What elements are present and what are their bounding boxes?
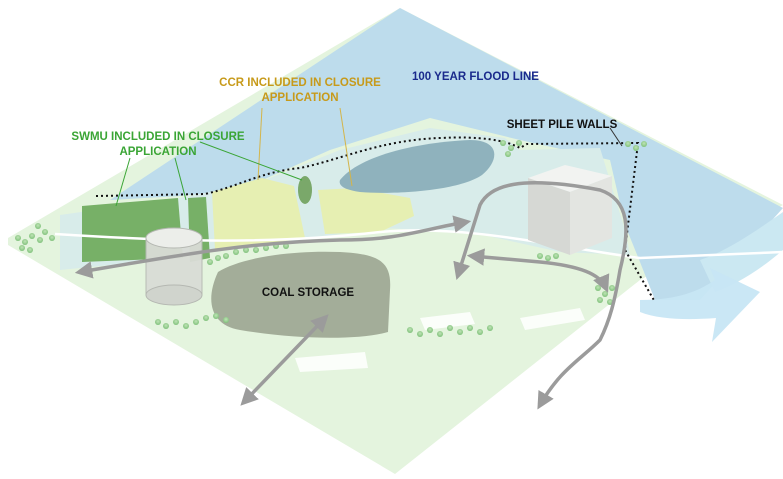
arrow-road-west bbox=[74, 215, 472, 279]
leader-lines bbox=[257, 107, 353, 187]
river-outflow bbox=[700, 212, 783, 292]
tree-cluster-1 bbox=[15, 223, 55, 253]
sheet-pile-leader bbox=[609, 127, 623, 147]
tree-cluster-5 bbox=[500, 140, 647, 157]
swmu-label-line1: SWMU INCLUDED IN CLOSURE bbox=[71, 131, 244, 143]
ccr-small-pond bbox=[298, 176, 312, 204]
tree-cluster-3 bbox=[155, 313, 229, 329]
arrow-east bbox=[466, 248, 610, 293]
flood-line-label: 100 YEAR FLOOD LINE bbox=[412, 71, 539, 83]
river-arrow bbox=[640, 268, 760, 342]
coal-storage-label: COAL STORAGE bbox=[262, 287, 355, 299]
pond bbox=[339, 140, 495, 193]
swmu-label-line2: APPLICATION bbox=[119, 146, 196, 158]
access-arrows bbox=[74, 181, 628, 410]
sheet-pile-label: SHEET PILE WALLS bbox=[507, 119, 618, 131]
swmu-leader-lines bbox=[115, 141, 303, 207]
storage-tank bbox=[145, 227, 203, 306]
flood-line-dotted bbox=[95, 136, 656, 303]
arrow-loop bbox=[453, 181, 628, 410]
ccr-label-line2: APPLICATION bbox=[261, 92, 338, 104]
plant-building bbox=[528, 165, 612, 255]
ccr-label-line1: CCR INCLUDED IN CLOSURE bbox=[219, 77, 381, 89]
arrow-coal bbox=[240, 314, 329, 406]
